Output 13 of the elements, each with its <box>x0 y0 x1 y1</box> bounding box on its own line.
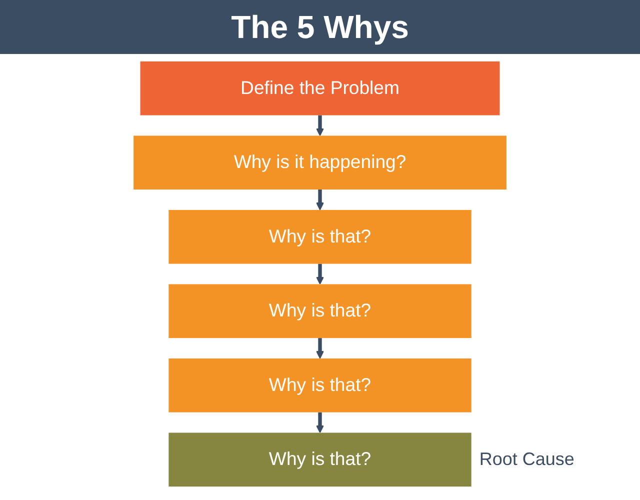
node-box: Define the Problem <box>140 61 500 116</box>
arrow <box>316 189 324 210</box>
side-label: Root Cause <box>479 448 574 470</box>
arrow <box>316 264 324 285</box>
node-box: Why is that? <box>168 284 472 338</box>
node-box: Why is that? <box>168 210 472 264</box>
arrow <box>316 115 324 136</box>
node-box: Why is that? <box>168 358 472 412</box>
title: The 5 Whys <box>231 8 409 46</box>
node-box: Why is it happening? <box>134 136 506 190</box>
arrow <box>316 412 324 434</box>
node-box: Why is that? <box>168 432 472 487</box>
arrow <box>316 338 324 359</box>
